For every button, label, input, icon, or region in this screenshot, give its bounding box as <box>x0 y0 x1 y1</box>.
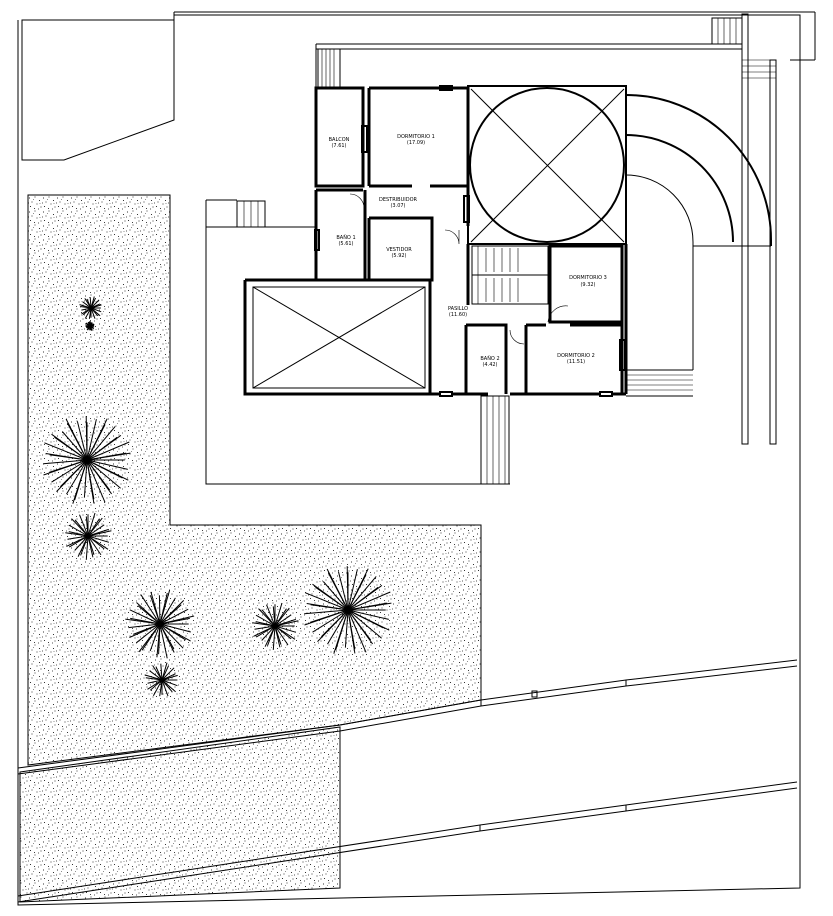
room-area: (3.07) <box>390 203 405 209</box>
room-area: (7.61) <box>331 143 346 149</box>
room-area: (9.32) <box>580 282 595 288</box>
svg-text:(11.60): (11.60) <box>449 312 467 318</box>
stairs-top-right <box>711 13 777 445</box>
shrub-icon <box>252 602 299 650</box>
room-area: (5.61) <box>338 241 353 247</box>
house-walls <box>243 85 628 396</box>
door-swing-icon <box>314 85 626 397</box>
svg-text:DESTRIBUIDOR: DESTRIBUIDOR <box>379 197 418 203</box>
svg-text:(9.32): (9.32) <box>580 282 595 288</box>
room-label: BAÑO 2 <box>480 355 499 362</box>
room-label: BALCON <box>329 137 350 143</box>
shrub-icon <box>125 590 195 659</box>
svg-text:(7.61): (7.61) <box>331 143 346 149</box>
shrub-icon <box>144 662 178 697</box>
terrace-outline <box>205 43 742 485</box>
shrubs <box>43 296 392 697</box>
room-area: (17.09) <box>407 140 425 146</box>
svg-text:(3.07): (3.07) <box>390 203 405 209</box>
room-label: DORMITORIO 1 <box>397 134 435 140</box>
svg-text:(5.92): (5.92) <box>391 253 406 259</box>
svg-text:PASILLO: PASILLO <box>448 306 468 312</box>
svg-text:DORMITORIO 1: DORMITORIO 1 <box>397 134 435 140</box>
svg-text:(17.09): (17.09) <box>407 140 425 146</box>
svg-text:(5.61): (5.61) <box>338 241 353 247</box>
shrub-icon <box>65 512 112 560</box>
entry-stairs <box>480 395 510 485</box>
svg-text:(11.51): (11.51) <box>567 359 585 365</box>
room-labels: BALCON (7.61) DORMITORIO 1 (17.09) DESTR… <box>329 134 607 368</box>
room-area: (11.60) <box>449 312 467 318</box>
svg-text:(4.42): (4.42) <box>482 362 497 368</box>
shrub-icon <box>304 566 392 654</box>
room-label: DESTRIBUIDOR <box>379 197 418 203</box>
stair-icon <box>471 245 549 305</box>
room-area: (5.92) <box>391 253 406 259</box>
room-area: (4.42) <box>482 362 497 368</box>
room-label: DORMITORIO 3 <box>569 275 607 281</box>
street-lines <box>17 659 798 903</box>
site-boundary <box>17 11 816 906</box>
svg-text:DORMITORIO 3: DORMITORIO 3 <box>569 275 607 281</box>
svg-text:BALCON: BALCON <box>329 137 350 143</box>
void-cross-icon <box>252 286 426 389</box>
room-label: DORMITORIO 2 <box>557 353 595 359</box>
svg-text:BAÑO 2: BAÑO 2 <box>480 355 499 362</box>
room-label: BAÑO 1 <box>336 234 355 241</box>
room-label: VESTIDOR <box>386 247 412 253</box>
circular-void <box>469 87 625 243</box>
room-area: (11.51) <box>567 359 585 365</box>
shrub-icon <box>79 296 102 319</box>
curved-ramp <box>625 94 772 397</box>
room-label: PASILLO <box>448 306 468 312</box>
svg-text:DORMITORIO 2: DORMITORIO 2 <box>557 353 595 359</box>
svg-text:BAÑO 1: BAÑO 1 <box>336 234 355 241</box>
shrub-icon <box>43 416 131 504</box>
gravel-garden <box>19 194 482 903</box>
svg-text:VESTIDOR: VESTIDOR <box>386 247 412 253</box>
shrub-icon <box>85 321 95 331</box>
stairs-left-top <box>317 48 341 90</box>
